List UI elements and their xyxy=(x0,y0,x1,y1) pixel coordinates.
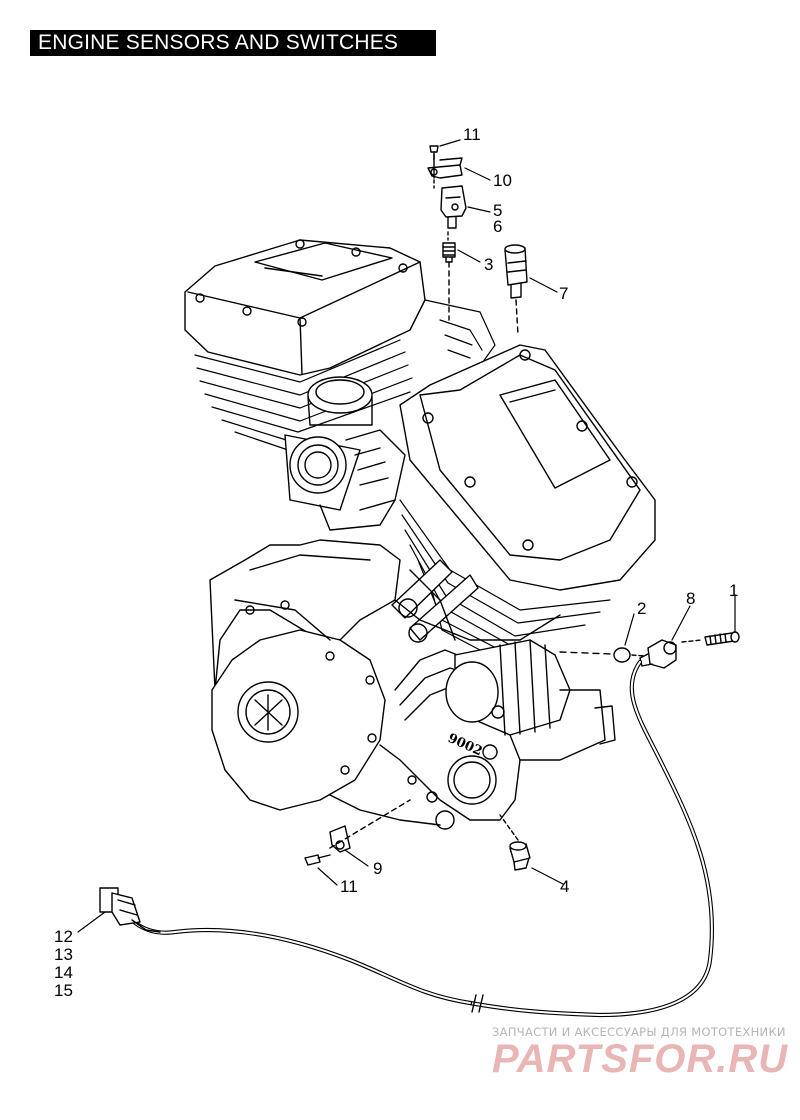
part-8-sensor xyxy=(639,639,677,669)
callout-stack-12-15: 12 13 14 15 xyxy=(54,928,73,1000)
part-2-o-ring xyxy=(613,647,631,663)
carburetor xyxy=(284,376,406,531)
callout-4: 4 xyxy=(560,877,570,896)
callout-5: 5 xyxy=(493,201,503,220)
watermark-tagline: ЗАПЧАСТИ И АКСЕССУАРЫ ДЛЯ МОТОТЕХНИКИ xyxy=(492,1025,786,1039)
part-3-sensor xyxy=(442,242,456,321)
part-1-screw xyxy=(704,631,740,646)
page-title: ENGINE SENSORS AND SWITCHES xyxy=(30,30,436,56)
callout-15: 15 xyxy=(54,981,73,1000)
callout-6: 6 xyxy=(493,217,503,236)
callout-11-bottom: 11 xyxy=(340,877,358,896)
part-4-switch xyxy=(499,814,531,871)
crankcase xyxy=(209,539,561,830)
leader-lines xyxy=(77,139,736,933)
callout-3: 3 xyxy=(484,255,494,274)
callout-8: 8 xyxy=(686,589,696,608)
callout-2: 2 xyxy=(637,599,647,618)
starter-motor xyxy=(445,639,616,761)
callout-14: 14 xyxy=(54,963,73,982)
watermark-logo: PARTSFOR.RU xyxy=(492,1037,789,1081)
front-rocker-cover xyxy=(399,344,656,591)
connector-12 xyxy=(99,887,161,933)
part-10-bracket xyxy=(427,154,463,179)
callout-10: 10 xyxy=(493,171,512,190)
callout-12: 12 xyxy=(54,927,73,946)
part-9-clip xyxy=(329,825,351,853)
callout-11-top: 11 xyxy=(463,125,481,144)
part-7-sender xyxy=(504,244,528,336)
part-11-screw-top xyxy=(429,145,439,161)
case-marking: 9002 xyxy=(445,731,484,759)
part-11-screw-bottom xyxy=(304,854,331,866)
sensor-harness xyxy=(129,659,715,1018)
part-5-map-sensor xyxy=(440,185,467,241)
rear-rocker-cover xyxy=(184,239,426,376)
callout-13: 13 xyxy=(54,945,73,964)
callout-1: 1 xyxy=(729,581,739,600)
pushrod-tubes xyxy=(391,559,479,643)
callout-9: 9 xyxy=(373,859,383,878)
callout-7: 7 xyxy=(559,284,569,303)
